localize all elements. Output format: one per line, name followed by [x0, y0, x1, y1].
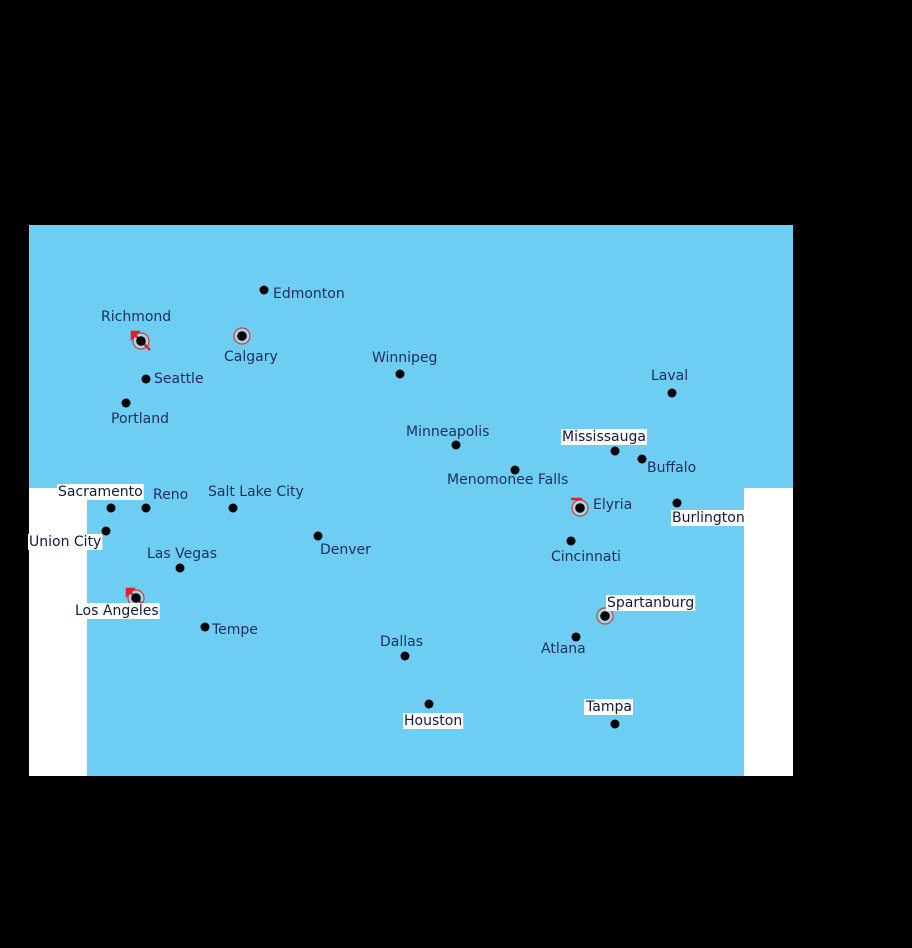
city-dot-icon — [571, 632, 581, 642]
city-label: Union City — [29, 534, 101, 550]
city-cincinnati: Cincinnati — [551, 536, 621, 565]
city-label: Buffalo — [647, 460, 696, 476]
label-highlight — [584, 699, 633, 715]
city-union-city: Union City — [28, 526, 111, 550]
city-dot-icon — [237, 331, 247, 341]
city-dot-icon — [424, 699, 434, 709]
city-spartanburg: Spartanburg — [596, 595, 696, 625]
city-dot-icon — [101, 526, 111, 536]
city-dot-icon — [510, 465, 520, 475]
label-highlight — [561, 429, 647, 445]
city-dot-icon — [121, 398, 131, 408]
city-salt-lake-city: Salt Lake City — [208, 484, 304, 513]
city-label: Reno — [153, 487, 188, 503]
city-label: Richmond — [101, 309, 171, 325]
city-dot-icon — [200, 622, 210, 632]
city-label: Houston — [404, 713, 462, 729]
city-label: Edmonton — [273, 286, 345, 302]
city-label: Seattle — [154, 371, 204, 387]
city-label: Menomonee Falls — [447, 472, 568, 488]
city-label: Tempe — [211, 622, 258, 638]
city-edmonton: Edmonton — [259, 285, 345, 302]
city-dot-icon — [313, 531, 323, 541]
city-tempe: Tempe — [200, 622, 258, 638]
city-label: Sacramento — [58, 484, 143, 500]
city-dot-icon — [131, 593, 141, 603]
city-reno: Reno — [141, 487, 188, 513]
city-dot-icon — [395, 369, 405, 379]
city-label: Elyria — [593, 497, 632, 513]
city-label: Denver — [320, 542, 371, 558]
city-dot-icon — [141, 374, 151, 384]
city-label: Calgary — [224, 349, 278, 365]
city-sacramento: Sacramento — [57, 484, 144, 513]
label-highlight — [671, 510, 746, 526]
city-label: Las Vegas — [147, 546, 217, 562]
city-label: Tampa — [585, 699, 632, 715]
land-area — [29, 225, 793, 776]
label-highlight — [606, 595, 696, 611]
city-label: Portland — [111, 411, 169, 427]
label-highlight — [74, 603, 160, 619]
city-label: Cincinnati — [551, 549, 621, 565]
city-dot-icon — [637, 454, 647, 464]
city-dot-icon — [106, 503, 116, 513]
city-dot-icon — [566, 536, 576, 546]
label-highlight — [57, 484, 144, 500]
city-dot-icon — [451, 440, 461, 450]
city-dot-icon — [175, 563, 185, 573]
city-laval: Laval — [651, 368, 688, 398]
city-label: Minneapolis — [406, 424, 489, 440]
city-dot-icon — [600, 611, 610, 621]
city-dot-icon — [400, 651, 410, 661]
city-dot-icon — [136, 336, 146, 346]
city-mississauga: Mississauga — [561, 429, 647, 456]
city-minneapolis: Minneapolis — [406, 424, 489, 450]
city-dot-icon — [141, 503, 151, 513]
city-dot-icon — [672, 498, 682, 508]
map-base — [29, 225, 793, 776]
label-highlight — [403, 713, 464, 729]
city-label: Los Angeles — [75, 603, 159, 619]
city-burlington: Burlington — [671, 498, 746, 526]
city-portland: Portland — [111, 398, 169, 427]
city-label: Burlington — [672, 510, 745, 526]
city-buffalo: Buffalo — [637, 454, 696, 476]
city-tampa: Tampa — [584, 699, 633, 729]
city-atlana: Atlana — [541, 632, 586, 657]
city-las-vegas: Las Vegas — [147, 546, 217, 573]
city-label: Atlana — [541, 641, 586, 657]
city-label: Spartanburg — [607, 595, 694, 611]
city-dot-icon — [667, 388, 677, 398]
city-dot-icon — [228, 503, 238, 513]
city-dot-icon — [259, 285, 269, 295]
city-seattle: Seattle — [141, 371, 204, 387]
city-label: Dallas — [380, 634, 423, 650]
city-label: Winnipeg — [372, 350, 437, 366]
city-winnipeg: Winnipeg — [372, 350, 437, 379]
city-label: Mississauga — [562, 429, 646, 445]
city-richmond: Richmond — [101, 309, 171, 351]
city-dot-icon — [610, 446, 620, 456]
city-dot-icon — [575, 503, 585, 513]
city-calgary: Calgary — [224, 327, 278, 365]
city-denver: Denver — [313, 531, 371, 558]
city-label: Laval — [651, 368, 688, 384]
city-dot-icon — [610, 719, 620, 729]
city-menomonee-falls: Menomonee Falls — [447, 465, 568, 488]
city-label: Salt Lake City — [208, 484, 304, 500]
city-houston: Houston — [403, 699, 464, 729]
city-dallas: Dallas — [380, 634, 423, 661]
city-los-angeles: Los Angeles — [74, 587, 160, 619]
city-elyria: Elyria — [571, 497, 632, 517]
label-highlight — [28, 534, 103, 550]
